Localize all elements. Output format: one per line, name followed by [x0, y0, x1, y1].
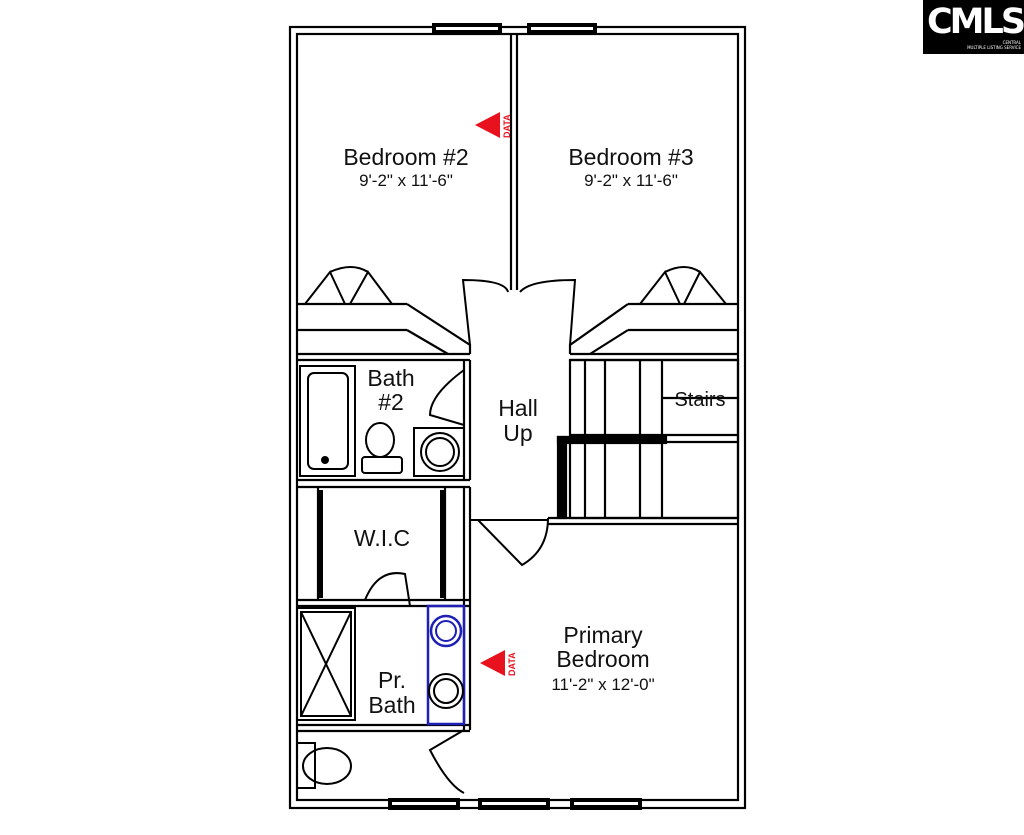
data-marker-triangle	[480, 650, 505, 676]
wic-label: W.I.C	[354, 525, 410, 551]
walls	[288, 25, 747, 810]
primary-bath-line1: Pr.	[378, 667, 406, 693]
bath2-label-line2: #2	[378, 389, 404, 415]
bath2-fixtures	[299, 365, 465, 477]
bedroom3-name: Bedroom #3	[568, 144, 693, 170]
bath2-label-line1: Bath	[367, 365, 414, 391]
data-marker-upper: DATA	[475, 112, 512, 138]
data-marker-lower: DATA	[480, 650, 517, 676]
stairs-label: Stairs	[674, 389, 725, 411]
vanity	[426, 604, 466, 726]
sink-primary-1	[429, 614, 463, 648]
bedroom2-dims: 9'-2" x 11'-6"	[359, 171, 453, 190]
shower	[296, 607, 356, 721]
toilet-primary	[302, 747, 352, 785]
primary-bedroom-line1: Primary	[563, 622, 643, 648]
wic-shelves	[318, 490, 445, 598]
sink-primary-2	[428, 673, 464, 709]
doors	[304, 266, 727, 794]
hall-label-line1: Hall	[498, 395, 538, 421]
primary-bedroom-dims: 11'-2" x 12'-0"	[551, 675, 654, 694]
bedroom3-dims: 9'-2" x 11'-6"	[584, 171, 678, 190]
primary-bath-fixtures	[296, 604, 466, 789]
data-marker-label: DATA	[502, 114, 512, 138]
primary-bedroom-line2: Bedroom	[556, 646, 649, 672]
bedroom2-name: Bedroom #2	[343, 144, 468, 170]
windows	[388, 23, 642, 810]
bathtub	[299, 365, 356, 477]
hall-label-line2: Up	[503, 420, 532, 446]
data-marker-triangle	[475, 112, 500, 138]
window-glass	[392, 27, 638, 805]
toilet-bath2	[365, 422, 395, 458]
sink-bath2	[420, 432, 460, 472]
primary-bath-line2: Bath	[368, 692, 415, 718]
data-marker-label: DATA	[507, 652, 517, 676]
logo-wordmark: CMLS	[927, 2, 1024, 42]
